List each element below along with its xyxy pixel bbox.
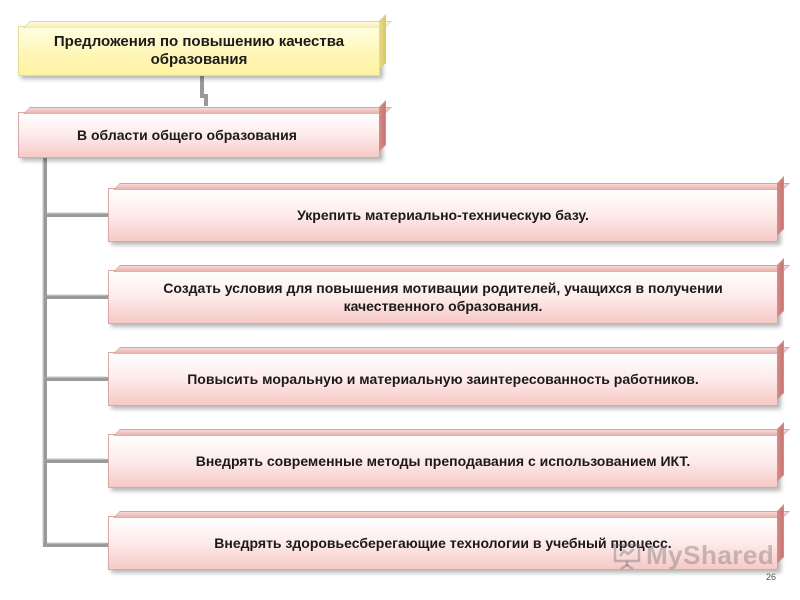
- watermark: MyShared: [612, 540, 774, 571]
- proposal-box-3: Повысить моральную и материальную заинте…: [108, 352, 778, 406]
- proposal-label-2: Создать условия для повышения мотивации …: [163, 280, 723, 314]
- proposal-box-5: Внедрять здоровьесберегающие технологии …: [108, 516, 778, 570]
- category-label: В области общего образования: [77, 127, 297, 143]
- proposal-label-4: Внедрять современные методы преподавания…: [195, 453, 691, 469]
- proposal-label-5: Внедрять здоровьесберегающие технологии …: [214, 535, 672, 551]
- root-box: Предложения по повышению качества образо…: [18, 26, 380, 76]
- page-number: 26: [766, 572, 777, 582]
- proposal-box-4: Внедрять современные методы преподавания…: [108, 434, 778, 488]
- connector-root-to-category: [200, 76, 208, 106]
- proposal-box-2: Создать условия для повышения мотивации …: [108, 270, 778, 324]
- category-box: В области общего образования: [18, 112, 380, 158]
- presentation-board-icon: [613, 543, 641, 570]
- proposal-label-3: Повысить моральную и материальную заинте…: [187, 371, 699, 387]
- proposal-label-1: Укрепить материально-техническую базу.: [297, 207, 589, 223]
- proposal-box-1: Укрепить материально-техническую базу.: [108, 188, 778, 242]
- root-label: Предложения по повышению качества образо…: [53, 33, 345, 68]
- watermark-text: MyShared: [646, 540, 775, 570]
